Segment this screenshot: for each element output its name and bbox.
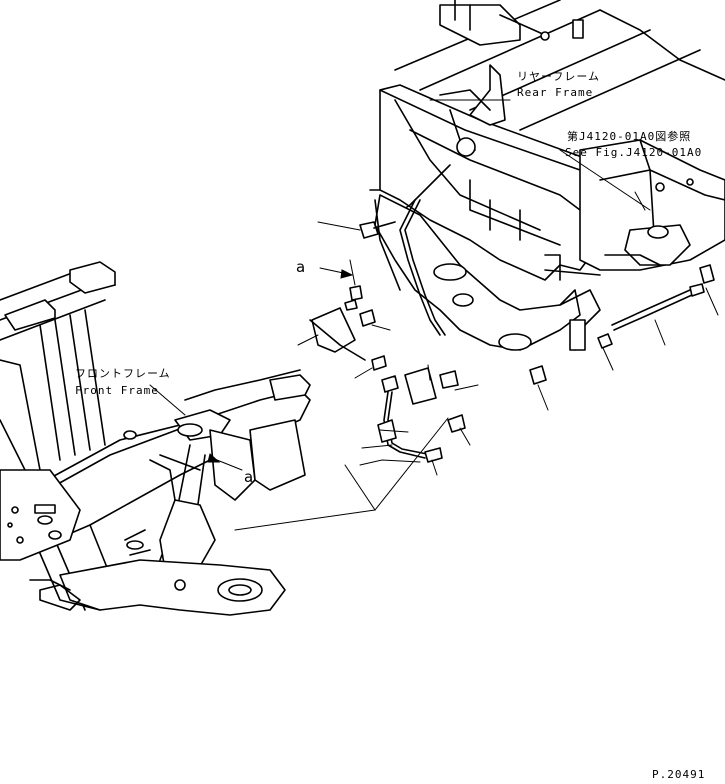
front-frame-label-en: Front Frame [75, 384, 159, 397]
leader-lines [149, 99, 719, 531]
rear-frame [369, 0, 725, 351]
reference-label-en: See Fig.J4120-01A0 [565, 146, 702, 159]
front-frame [0, 261, 311, 616]
harness-and-fasteners [309, 199, 715, 463]
rear-frame-label-jp: リヤーフレーム [517, 70, 600, 83]
page-id: P.20491 [652, 768, 705, 781]
callout-a-lower: a [244, 468, 253, 486]
front-frame-label-jp: フロントフレーム [75, 367, 171, 380]
reference-label-jp: 第J4120-01A0図参照 [567, 129, 691, 143]
callout-a-upper: a [296, 258, 305, 276]
rear-frame-label-en: Rear Frame [517, 86, 593, 99]
labels: リヤーフレーム Rear Frame 第J4120-01A0図参照 See Fi… [75, 70, 705, 781]
